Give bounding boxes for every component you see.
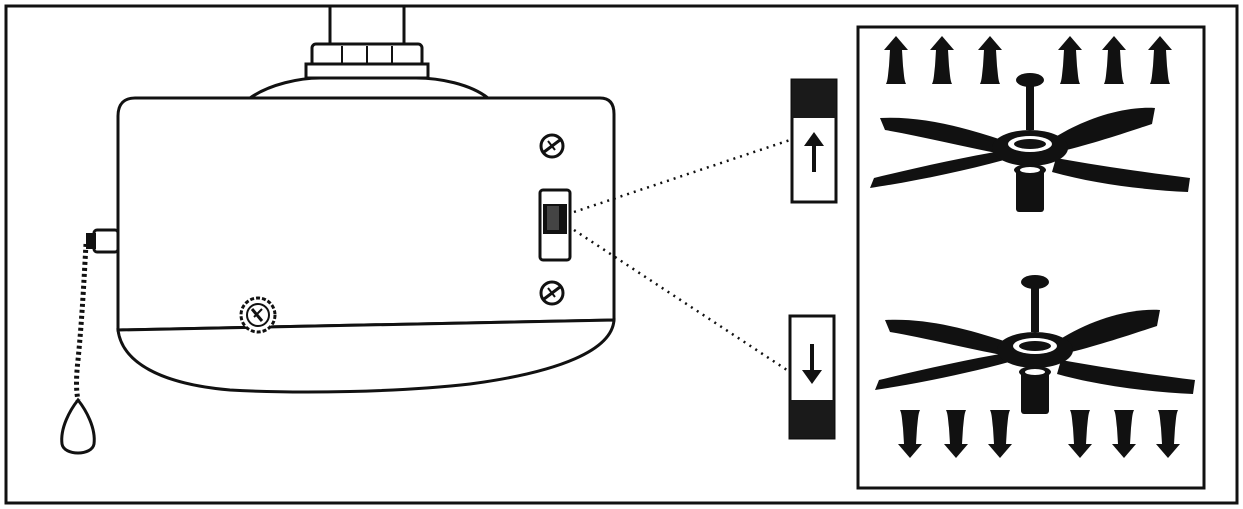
screw-bottom: [539, 280, 565, 306]
arrow-down-icon: [802, 344, 822, 384]
switch-down-position-indicator: [788, 314, 836, 440]
screw-top: [539, 133, 565, 159]
pull-chain: [60, 228, 120, 455]
reverse-switch: [538, 188, 572, 262]
switch-up-position-indicator: [790, 78, 838, 204]
leader-lines: [573, 138, 791, 374]
arrow-up-icon: [804, 132, 824, 172]
fan-switch-housing: [116, 4, 616, 394]
gear-screw: [239, 296, 277, 334]
